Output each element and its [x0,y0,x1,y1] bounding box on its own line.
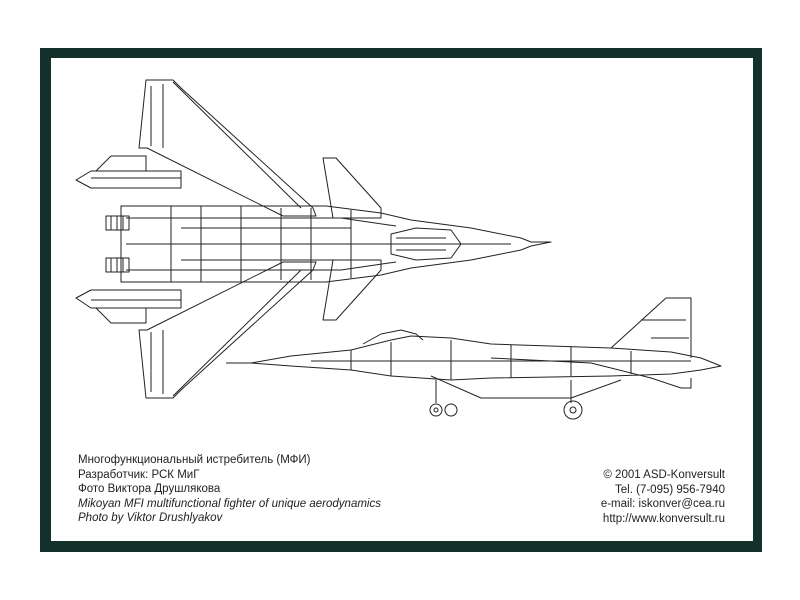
email[interactable]: e-mail: iskonver@cea.ru [600,498,725,510]
copyright: © 2001 ASD-Konversult [603,469,725,481]
publisher-block: © 2001 ASD-Konversult Tel. (7-095) 956-7… [601,468,725,526]
aircraft-drawing [51,58,753,541]
aircraft-plan-view-icon [75,79,552,399]
caption-block: Многофункциональный истребитель (МФИ) Ра… [78,453,381,526]
phone: Tel. (7-095) 956-7940 [615,483,725,496]
aircraft-side-view-icon [226,297,722,420]
caption-ru-photo: Фото Виктора Друшлякова [78,483,221,495]
caption-en-title: Mikoyan MFI multifunctional fighter of u… [78,497,381,510]
postcard: Многофункциональный истребитель (МФИ) Ра… [51,58,753,541]
caption-en-photo: Photo by Viktor Drushlyakov [78,512,223,524]
caption-ru-developer: Разработчик: РСК МиГ [78,468,200,481]
caption-ru-title: Многофункциональный истребитель (МФИ) [78,454,311,466]
website-link[interactable]: http://www.konversult.ru [602,512,725,525]
